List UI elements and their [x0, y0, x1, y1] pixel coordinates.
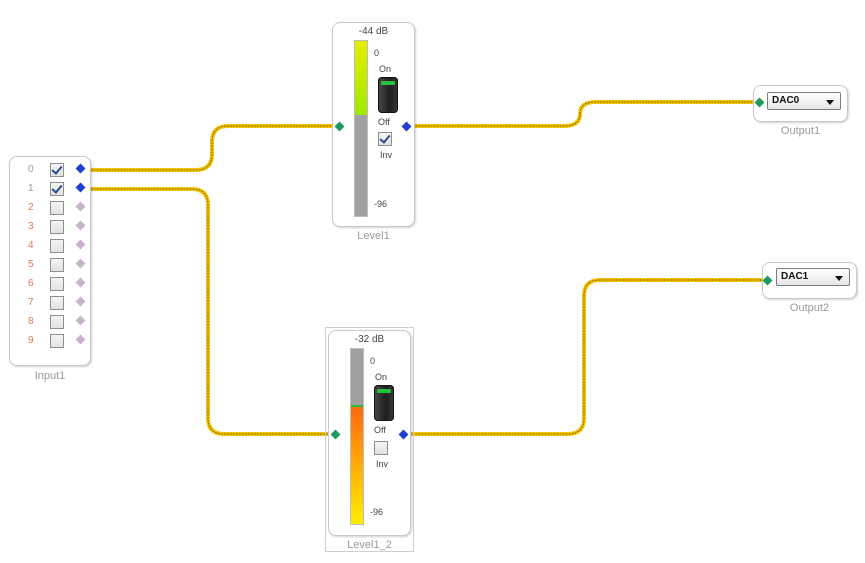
input-channel-number: 9 [28, 335, 34, 346]
input-channel-checkbox[interactable] [50, 334, 64, 348]
output1-dac-dropdown[interactable]: DAC0 [767, 92, 841, 110]
input-channel-checkbox[interactable] [50, 315, 64, 329]
input-channel-number: 2 [28, 202, 34, 213]
level2-on-label: On [375, 372, 388, 382]
level2-meter-fill [351, 405, 363, 524]
input-channel-checkbox[interactable] [50, 182, 64, 196]
wire-level1-to-output1[interactable] [405, 100, 758, 128]
input-channel-number: 8 [28, 316, 34, 327]
input-channel-checkbox[interactable] [50, 239, 64, 253]
output2-dac-dropdown[interactable]: DAC1 [776, 268, 850, 286]
level2-led [377, 389, 391, 393]
level1-scale-top: 0 [374, 48, 380, 58]
level1-scale-bottom: -96 [374, 199, 388, 209]
wire-level2-to-output2[interactable] [402, 278, 767, 436]
level2-block[interactable]: -32 dB 0 -96 On Off Inv [328, 330, 411, 536]
input-channel-row: 7 [10, 295, 90, 314]
level1-db-readout: -44 dB [358, 26, 389, 37]
level1-led [381, 81, 395, 85]
input-channel-number: 6 [28, 278, 34, 289]
level1-meter-fill [355, 41, 367, 115]
output1-block[interactable]: DAC0 [753, 85, 848, 122]
input-channel-row: 2 [10, 200, 90, 219]
output2-block[interactable]: DAC1 [762, 262, 857, 299]
input-channel-checkbox[interactable] [50, 258, 64, 272]
level2-meter [350, 348, 364, 525]
chevron-down-icon [826, 100, 834, 105]
input-channel-checkbox[interactable] [50, 201, 64, 215]
input-channel-checkbox[interactable] [50, 296, 64, 310]
level2-inv-label: Inv [376, 459, 389, 469]
input-channel-number: 1 [28, 183, 34, 194]
input-channel-checkbox[interactable] [50, 220, 64, 234]
level1-power-switch[interactable] [378, 77, 398, 113]
output1-block-label: Output1 [780, 125, 821, 137]
input-channel-number: 0 [28, 164, 34, 175]
input-channel-checkbox[interactable] [50, 163, 64, 177]
output1-dropdown-value: DAC0 [772, 95, 800, 106]
input-channel-row: 1 [10, 181, 90, 200]
input-block-label: Input1 [34, 370, 66, 382]
input-channel-number: 3 [28, 221, 34, 232]
level1-inv-label: Inv [380, 150, 393, 160]
chevron-down-icon [835, 276, 843, 281]
input-channel-row: 4 [10, 238, 90, 257]
input-channel-row: 9 [10, 333, 90, 352]
level1-off-label: Off [378, 117, 390, 127]
level1-invert-checkbox[interactable] [378, 132, 392, 146]
input-channel-row: 8 [10, 314, 90, 333]
wire-input0-to-level1[interactable] [80, 124, 338, 172]
input-channel-row: 0 [10, 162, 90, 181]
input-channel-checkbox[interactable] [50, 277, 64, 291]
level2-block-label: Level1_2 [347, 539, 392, 551]
input-channel-row: 5 [10, 257, 90, 276]
level2-scale-bottom: -96 [370, 507, 384, 517]
input-channel-number: 5 [28, 259, 34, 270]
output2-block-label: Output2 [789, 302, 830, 314]
level1-block[interactable]: -44 dB 0 -96 On Off Inv [332, 22, 415, 227]
level2-power-switch[interactable] [374, 385, 394, 421]
input-block[interactable]: 0 1 2 3 4 5 6 7 8 9 [9, 156, 91, 366]
input-channel-number: 4 [28, 240, 34, 251]
output2-dropdown-value: DAC1 [781, 271, 809, 282]
input-channel-row: 3 [10, 219, 90, 238]
level2-invert-checkbox[interactable] [374, 441, 388, 455]
level2-scale-top: 0 [370, 356, 376, 366]
input-channel-number: 7 [28, 297, 34, 308]
input-channel-row: 6 [10, 276, 90, 295]
level2-db-readout: -32 dB [354, 334, 385, 345]
level1-block-label: Level1 [357, 230, 390, 242]
level1-on-label: On [379, 64, 392, 74]
level1-meter [354, 40, 368, 217]
level2-off-label: Off [374, 425, 386, 435]
